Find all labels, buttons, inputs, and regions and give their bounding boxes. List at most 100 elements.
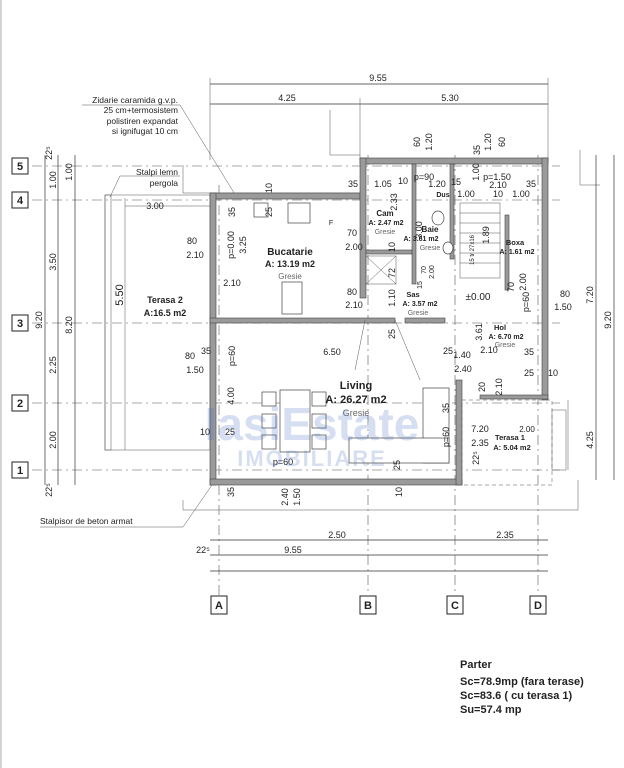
label-dims-74: 25 (387, 329, 397, 339)
drawing-line (394, 319, 421, 381)
label-dims-29: 10 (387, 242, 397, 252)
room-cam: Cam A: 2.47 m2 Gresie 1.05 35 10 2.33 70… (345, 176, 408, 252)
label-dims-62: 15 (417, 281, 424, 289)
label-axes-rows-3: 2 (17, 398, 23, 410)
drawing-rect (311, 434, 327, 450)
label-dims-36: 1.20 (428, 179, 446, 189)
watermark-logo: IasiEstate IMOBILIARE (205, 398, 420, 471)
label-dims-88: 35 (226, 487, 236, 497)
label-rooms-hol-name: Hol (494, 323, 506, 332)
label-dims-94: 2.00 (519, 425, 535, 434)
label-dims-64: 2.10 (480, 345, 498, 355)
label-dims-49: 70 (506, 282, 516, 292)
label-rooms-cam-name: Cam (376, 209, 393, 218)
label-dims-52: 80 (560, 289, 570, 299)
label-dims-66: 1.40 (453, 350, 471, 360)
label-dims-11: 2.25 (48, 356, 58, 374)
label-axes-rows-4: 1 (17, 465, 23, 477)
label-dims-99: 2.50 (328, 530, 346, 540)
upper-dims: 60 1.20 35 1.20 60 p=90 1.20 15 p=1.50 2… (412, 133, 536, 199)
label-summary-lines-2: Su=57.4 mp (460, 704, 522, 716)
label-dims-65: 25 (443, 346, 453, 356)
label-dims-59: 72 (387, 268, 397, 278)
label-dims-47: 15 tr 27x16 (470, 234, 476, 265)
label-dims-28: 2.00 (345, 242, 363, 252)
label-dims-14: 80 (187, 236, 197, 246)
label-dims-77: p=60 (227, 346, 237, 366)
label-dims-95: 7.20 (471, 424, 489, 434)
label-dims-96: 2.35 (471, 438, 489, 448)
label-dims-1: 4.25 (278, 93, 296, 103)
label-dims-80: 10 (200, 427, 210, 437)
label-dims-67: 2.40 (454, 364, 472, 374)
drawing-line (365, 255, 397, 285)
label-dims-41: 1.00 (457, 189, 475, 199)
drawing-rect (449, 163, 455, 260)
col-axis-b: B (359, 595, 377, 615)
label-dims-55: 9.20 (603, 311, 613, 329)
label-dims-45: 3.00 (414, 221, 424, 239)
label-dims-40: 35 (526, 179, 536, 189)
label-dims-60: 70 (421, 266, 428, 274)
label-dims-54: 7.20 (585, 286, 595, 304)
drawing-rect (404, 317, 446, 324)
label-dims-50: 2.00 (518, 273, 528, 291)
label-rooms-living-name: Living (340, 380, 372, 392)
label-dims-87: 1.50 (292, 488, 302, 506)
pergola-note: Stalpi lemn pergola (109, 167, 180, 198)
drawing-rect (446, 595, 464, 615)
drawing-rect (359, 157, 367, 299)
drawing-rect (365, 249, 413, 255)
drawing-polyline (82, 104, 237, 197)
label-dims-73: 6.50 (323, 347, 341, 357)
label-dims-58: 1.10 (387, 289, 397, 307)
label-dims-25: 10 (398, 176, 408, 186)
drawing-rect (11, 314, 29, 332)
label-dims-68: 35 (524, 347, 534, 357)
drawing-polyline (40, 484, 213, 528)
grid-axes (32, 155, 560, 595)
label-axes-rows-0: 5 (17, 161, 23, 173)
drawing-rect (261, 413, 277, 429)
label-dims-42: 10 (493, 189, 503, 199)
room-hol: Hol A: 6.70 m2 Gresie 3.61 2.10 25 1.40 … (443, 323, 558, 396)
terasa-2: 3.00 5.50 Terasa 2 A:16.5 m2 (104, 194, 211, 451)
label-axes-rows-1: 4 (17, 195, 24, 207)
label-dims-8: 3.50 (48, 253, 58, 271)
label-dims-15: 2.10 (186, 250, 204, 260)
label-axes-cols-1: B (364, 600, 372, 612)
label-rooms-bucatarie-floor: Gresie (278, 272, 302, 281)
label-rooms-terasa1-name: Terasa 1 (495, 433, 525, 442)
drawing-rect (209, 317, 396, 324)
drawing-rect (411, 163, 417, 285)
label-dims-18: 2.10 (223, 278, 241, 288)
label-dims-101: 22⁵ (196, 545, 210, 555)
label-notes-pergola_note-1: pergola (150, 178, 179, 188)
col-axis-a: A (210, 595, 228, 615)
drawing-rect (210, 595, 228, 615)
drawing-rect (261, 391, 277, 407)
label-rooms-hol-floor: Gresie (495, 342, 516, 349)
label-dims-31: 1.20 (424, 133, 434, 151)
label-dims-16: p=0.00 (226, 231, 236, 259)
label-rooms-terasa2-area: A:16.5 m2 (144, 308, 187, 318)
area-summary: Parter Sc=78.9mp (fara terase) Sc=83.6 (… (460, 659, 584, 716)
label-dims-63: 3.61 (474, 323, 484, 341)
drawing-rect (104, 194, 112, 451)
label-dims-53: 1.50 (554, 302, 572, 312)
drawing-rect (11, 394, 29, 412)
drawing-rect (461, 399, 553, 486)
label-dims-78: 1.50 (186, 365, 204, 375)
col-axis-d: D (529, 595, 547, 615)
label-axes-cols-2: C (451, 600, 459, 612)
drawing-polyline (329, 110, 360, 156)
label-dims-48: ±0.00 (466, 292, 491, 303)
label-dims-89: 10 (394, 487, 404, 497)
drawing-rect (11, 157, 29, 175)
top-dimensions: 9.55 4.25 5.30 (209, 73, 549, 160)
label-notes-wall_note-0: Zidarie caramida g.v.p. (92, 95, 178, 105)
col-axis-c: C (446, 595, 464, 615)
label-notes-wall_note-3: si ignifugat 10 cm (112, 126, 178, 136)
drawing-rect (209, 192, 361, 200)
drawing-rect (209, 478, 463, 486)
